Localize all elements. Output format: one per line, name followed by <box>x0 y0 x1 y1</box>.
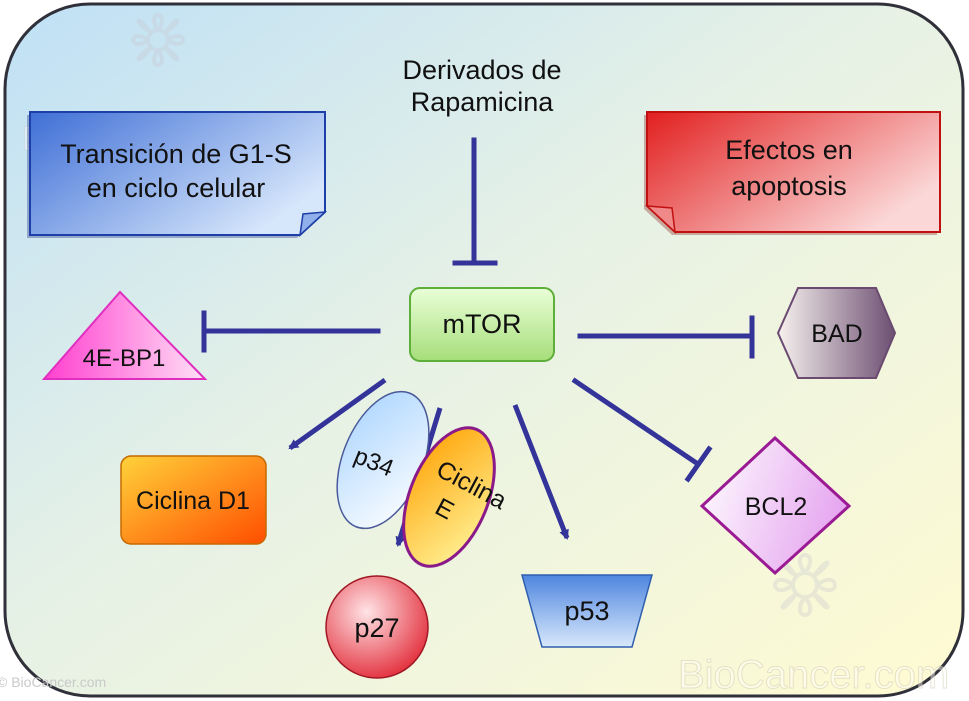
note-cell-cycle-line2: en ciclo celular <box>87 173 266 203</box>
p53-label: p53 <box>564 596 609 626</box>
bcl2-label: BCL2 <box>745 493 808 521</box>
inhibition-mtor-to-bcl2 <box>571 377 713 483</box>
p34-node: p34 <box>336 390 430 530</box>
inhibition-mtor-to-4ebp1 <box>201 310 381 353</box>
inhibition-mtor-to-bad <box>577 315 755 359</box>
bad-label: BAD <box>811 320 862 348</box>
mtor-node: mTOR <box>409 287 555 362</box>
watermark-text-bottom: BioCancer.com <box>678 653 949 697</box>
four-ebp1-label: 4E-BP1 <box>83 345 166 372</box>
note-apoptosis: Efectos en apoptosis <box>644 111 941 235</box>
cyclin-d1-node: Ciclina D1 <box>120 455 267 545</box>
p27-node: p27 <box>325 575 429 679</box>
bcl2-node: BCL2 <box>699 435 852 576</box>
note-cell-cycle-line1: Transición de G1-S <box>60 139 292 169</box>
four-ebp1-node: 4E-BP1 <box>41 290 208 380</box>
note-cell-cycle: Transición de G1-S en ciclo celular <box>27 111 328 238</box>
arrow-mtor-to-cyclin-d1 <box>288 377 387 451</box>
mtor-label: mTOR <box>443 309 522 339</box>
p53-node: p53 <box>521 574 653 648</box>
arrow-mtor-to-p53 <box>512 404 570 540</box>
inhibition-drug-to-mtor <box>452 137 498 266</box>
cyclin-d1-label: Ciclina D1 <box>136 487 250 515</box>
drug-label-line1: Derivados de <box>402 55 561 85</box>
note-apoptosis-line1: Efectos en <box>725 135 853 165</box>
drug-label-line2: Rapamicina <box>411 87 555 117</box>
p27-label: p27 <box>354 613 399 643</box>
cyclin-e-node: Ciclina E <box>402 426 511 568</box>
watermark-copyright: © BioCancer.com <box>0 674 106 690</box>
bad-node: BAD <box>776 287 897 379</box>
note-apoptosis-line2: apoptosis <box>731 171 847 201</box>
watermark-logo-top <box>131 13 185 67</box>
